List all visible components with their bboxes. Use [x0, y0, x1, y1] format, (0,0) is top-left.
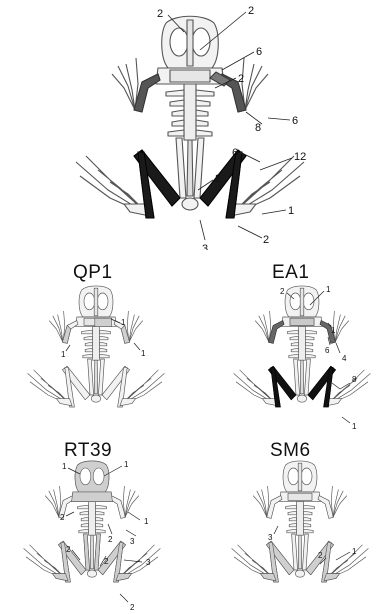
label-forearm-lower: 8: [255, 122, 261, 134]
panel-qp1: 1 1 1: [0, 285, 190, 425]
panel-sm6: 3 1 2: [190, 460, 381, 614]
sm6-label-2: 1: [352, 547, 357, 556]
rt39-label-1: 1: [62, 462, 67, 471]
label-ilium-center: 2: [215, 173, 221, 185]
ea1-label-5: 4: [342, 354, 347, 363]
label-skull-left: 2: [157, 8, 163, 20]
panel-ea1: 2 1 1 6 4 2 8 1: [190, 285, 381, 435]
rt39-label-2: 1: [124, 460, 129, 469]
panel-title-sm6: SM6: [270, 440, 311, 462]
ea1-label-3: 1: [331, 326, 336, 335]
label-hip-right: 12: [294, 151, 306, 163]
rt39-label-6: 3: [130, 537, 135, 546]
label-forearm-outer: 6: [292, 115, 298, 127]
label-skull-right: 2: [248, 5, 254, 17]
panel-title-qp1: QP1: [73, 262, 113, 284]
label-coracoid-right: 2: [238, 73, 244, 85]
panel-title-ea1: EA1: [272, 262, 309, 284]
rt39-label-4: 2: [108, 535, 113, 544]
ea1-label-8: 1: [352, 422, 357, 431]
rt39-label-5: 1: [144, 517, 149, 526]
qp1-label-3: 1: [141, 349, 146, 358]
rt39-label-9: 3: [146, 558, 151, 567]
main-skeleton: 2 2 6 2 8 6 6 12 2 3 1 2: [0, 0, 381, 250]
qp1-label-2: 1: [61, 350, 66, 359]
panel-title-rt39: RT39: [64, 440, 112, 462]
qp1-label-1: 1: [121, 318, 126, 327]
sm6-label-3: 2: [318, 551, 323, 560]
ea1-label-2: 1: [326, 285, 331, 294]
ea1-label-4: 6: [325, 346, 330, 355]
rt39-label-10: 2: [130, 603, 135, 612]
label-shoulder-right: 6: [256, 46, 262, 58]
rt39-label-3: 2: [60, 513, 65, 522]
label-tibia-right: 2: [263, 234, 269, 246]
ea1-label-7: 8: [352, 375, 357, 384]
label-foot-right: 1: [288, 205, 294, 217]
rt39-label-8: 2: [104, 557, 109, 566]
sm6-label-1: 3: [268, 533, 273, 542]
label-femur-right: 6: [232, 147, 238, 159]
panel-rt39: 1 1 2 2 1 3 2 2 3 2: [0, 460, 190, 614]
label-urostyle: 3: [202, 243, 208, 250]
rt39-label-7: 2: [66, 545, 71, 554]
ea1-label-1: 2: [280, 287, 285, 296]
ea1-label-6: 2: [327, 374, 332, 383]
